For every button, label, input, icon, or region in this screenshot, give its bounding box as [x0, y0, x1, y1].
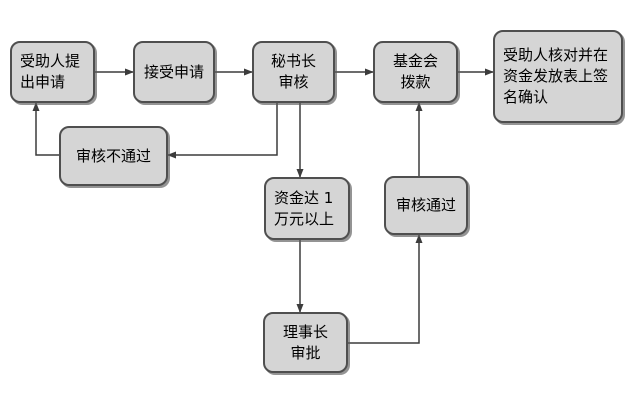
node-recipient-verify-and-sign: 受助人核对并在 资金发放表上签 名确认 [493, 30, 623, 123]
node-secretary-general-review: 秘书长 审核 [252, 41, 335, 103]
node-review-passed: 审核通过 [384, 176, 468, 235]
node-label: 理事长 审批 [282, 322, 328, 362]
node-label: 审核不通过 [75, 146, 151, 165]
edge-reject-to-submit [32, 102, 59, 156]
node-label: 秘书长 审核 [270, 52, 316, 91]
node-label: 审核通过 [395, 196, 456, 214]
node-label: 资金达 1 万元以上 [274, 188, 335, 228]
node-label: 受助人核对并在 资金发放表上签 名确认 [503, 46, 609, 106]
node-label: 基金会 拨款 [392, 52, 438, 91]
edge-chairman-to-passed [348, 234, 423, 344]
node-foundation-disburse-funds: 基金会 拨款 [373, 41, 458, 103]
node-review-not-passed: 审核不通过 [59, 126, 168, 186]
node-label: 受助人提 出申请 [20, 52, 81, 91]
node-label: 接受申请 [143, 62, 204, 81]
node-recipient-submit-application: 受助人提 出申请 [10, 41, 95, 103]
node-accept-application: 接受申请 [133, 41, 215, 103]
node-chairman-approval: 理事长 审批 [263, 312, 348, 373]
node-funds-over-10000-yuan: 资金达 1 万元以上 [264, 177, 350, 240]
edge-secretary-to-reject [167, 103, 278, 159]
